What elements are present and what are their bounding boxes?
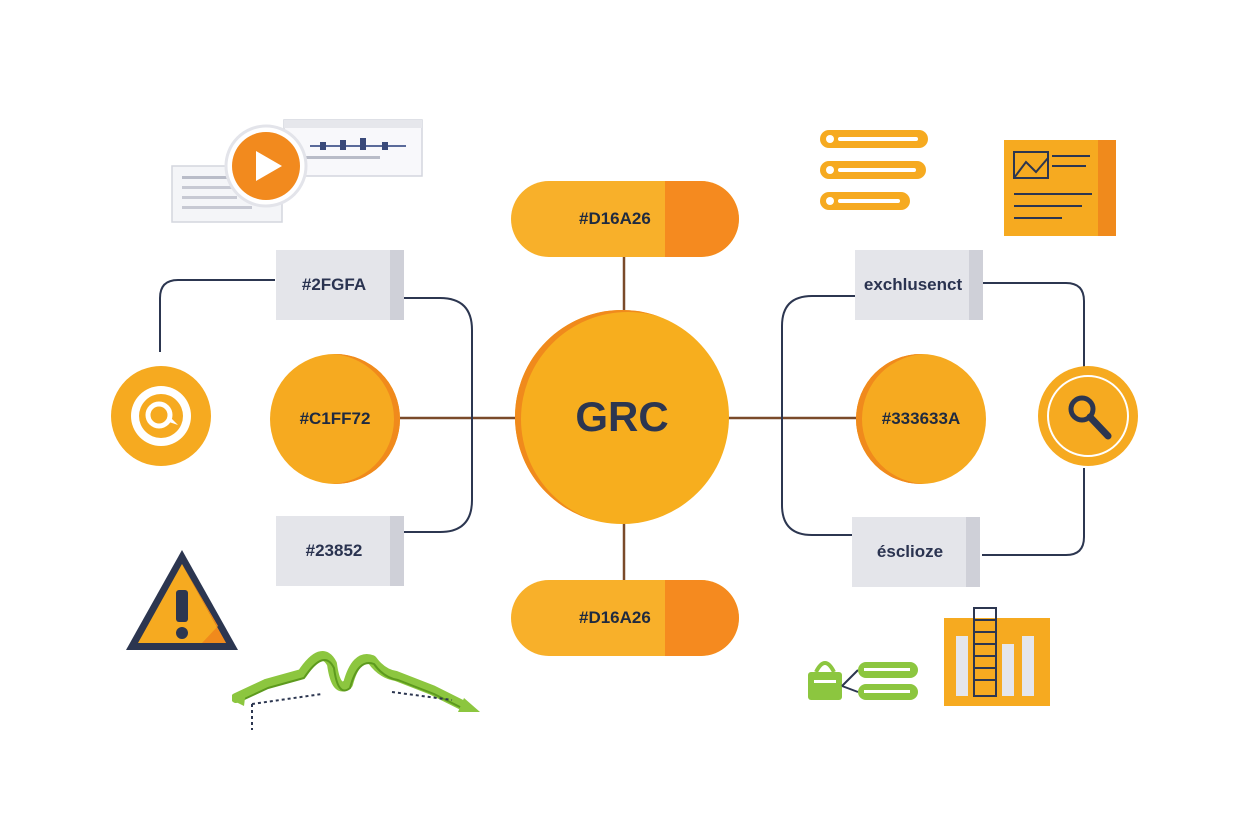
signal-wave-icon — [231, 634, 482, 734]
list-icon — [818, 126, 934, 216]
bottom-pill-label: #D16A26 — [579, 608, 651, 627]
top-pill: #D16A26 — [511, 181, 739, 257]
right-node: #333633A — [856, 354, 986, 484]
chat-bubble-icon — [111, 366, 211, 466]
box-left-top: #2FGFA — [276, 250, 404, 320]
left-node-label: #C1FF72 — [299, 409, 371, 428]
box-right-top: exchlusenct — [855, 250, 983, 320]
bottom-pill: #D16A26 — [511, 580, 739, 656]
box-right-bottom: ésclioze — [852, 517, 980, 587]
bar-chart-icon — [942, 604, 1052, 708]
hub-label: GRC — [575, 393, 669, 440]
search-icon — [1038, 366, 1138, 466]
video-play-icon — [170, 118, 430, 228]
box-left-bottom-label: #23852 — [305, 541, 363, 560]
central-hub: GRC — [515, 310, 729, 524]
top-pill-label: #D16A26 — [579, 209, 651, 228]
box-left-top-label: #2FGFA — [301, 275, 367, 294]
right-node-label: #333633A — [881, 409, 961, 428]
box-right-bottom-label: ésclioze — [876, 542, 944, 561]
document-icon — [1002, 138, 1118, 238]
left-node: #C1FF72 — [270, 354, 400, 484]
shopping-basket-icon — [806, 650, 922, 706]
warning-icon — [122, 546, 242, 656]
box-right-top-label: exchlusenct — [863, 275, 963, 294]
box-left-bottom: #23852 — [276, 516, 404, 586]
